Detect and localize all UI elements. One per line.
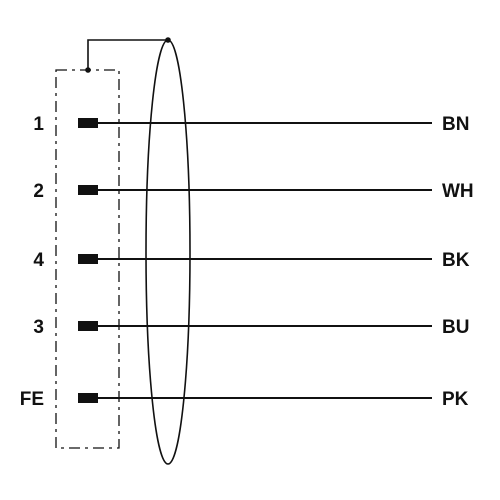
- pin-contact: [78, 321, 98, 331]
- wire-color-label: PK: [442, 389, 469, 410]
- wire-color-label: WH: [442, 181, 474, 202]
- pin-label: FE: [20, 389, 44, 410]
- cable-shield-ellipse: [145, 39, 191, 465]
- pin-label: 2: [33, 181, 44, 202]
- shield-drain-wire: [87, 39, 168, 70]
- pin-label: 3: [33, 317, 44, 338]
- pin-label: 1: [33, 114, 44, 135]
- pin-row: 4 BK: [33, 250, 469, 271]
- wire-color-label: BK: [442, 250, 470, 271]
- pin-label: 4: [33, 250, 44, 271]
- pin-contact: [78, 118, 98, 128]
- wire-color-label: BU: [442, 317, 469, 338]
- pin-row: 2 WH: [33, 181, 473, 202]
- pin-row: FE PK: [20, 389, 469, 410]
- pin-contact: [78, 254, 98, 264]
- housing-junction-dot: [85, 67, 91, 73]
- pin-row: 1 BN: [33, 114, 469, 135]
- pin-row: 3 BU: [33, 317, 469, 338]
- pin-contact: [78, 393, 98, 403]
- pin-contact: [78, 185, 98, 195]
- wire-color-label: BN: [442, 114, 469, 135]
